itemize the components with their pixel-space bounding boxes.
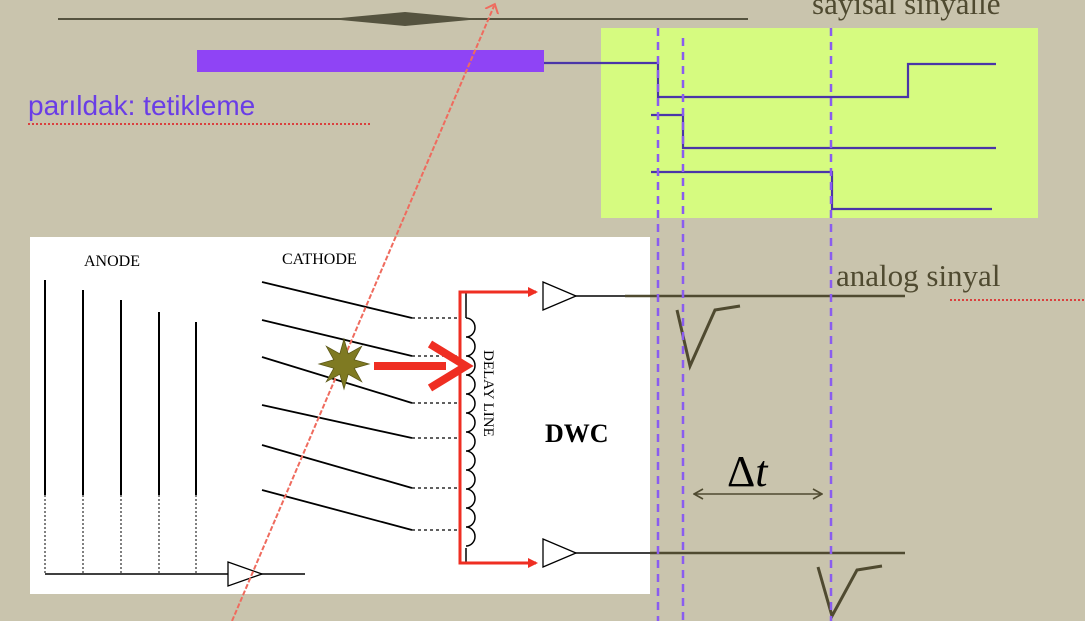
decorative-top-rule	[58, 12, 748, 26]
hit-arrow	[374, 340, 474, 392]
cathode-strips	[261, 281, 413, 531]
digital-trace-trigger	[544, 61, 996, 99]
anode-amplifier-icon	[227, 561, 264, 587]
delay-line-label: DELAY LINE	[480, 350, 496, 437]
analog-pulse-bottom	[816, 564, 883, 620]
trigger-bar	[197, 50, 544, 72]
trigger-label: parıldak: tetikleme	[28, 90, 255, 121]
digital-trace-channel-2	[651, 170, 992, 211]
anode-wire-extensions	[44, 495, 197, 574]
cathode-label: CATHODE	[282, 251, 357, 268]
digital-traces	[544, 61, 996, 211]
delay-line-coil	[465, 292, 476, 563]
dwc-label: DWC	[545, 419, 609, 448]
cathode-taps	[412, 317, 461, 531]
delta-symbol: Δ	[727, 447, 755, 496]
digital-signal-panel	[601, 28, 1038, 218]
particle-track	[231, 6, 494, 621]
header-text: sayısal sinyalle	[812, 0, 1001, 21]
delta-t-label: Δt	[727, 447, 769, 496]
hit-star-icon	[317, 337, 371, 391]
digital-trace-channel-1	[651, 113, 996, 150]
analog-label: analog sinyal	[836, 258, 1000, 293]
anode-wires	[44, 280, 197, 495]
amplifier-bottom-icon	[542, 538, 578, 568]
anode-label: ANODE	[84, 253, 140, 270]
amplifier-top-icon	[542, 281, 578, 311]
timing-guides	[656, 28, 833, 621]
time-variable: t	[755, 447, 769, 496]
